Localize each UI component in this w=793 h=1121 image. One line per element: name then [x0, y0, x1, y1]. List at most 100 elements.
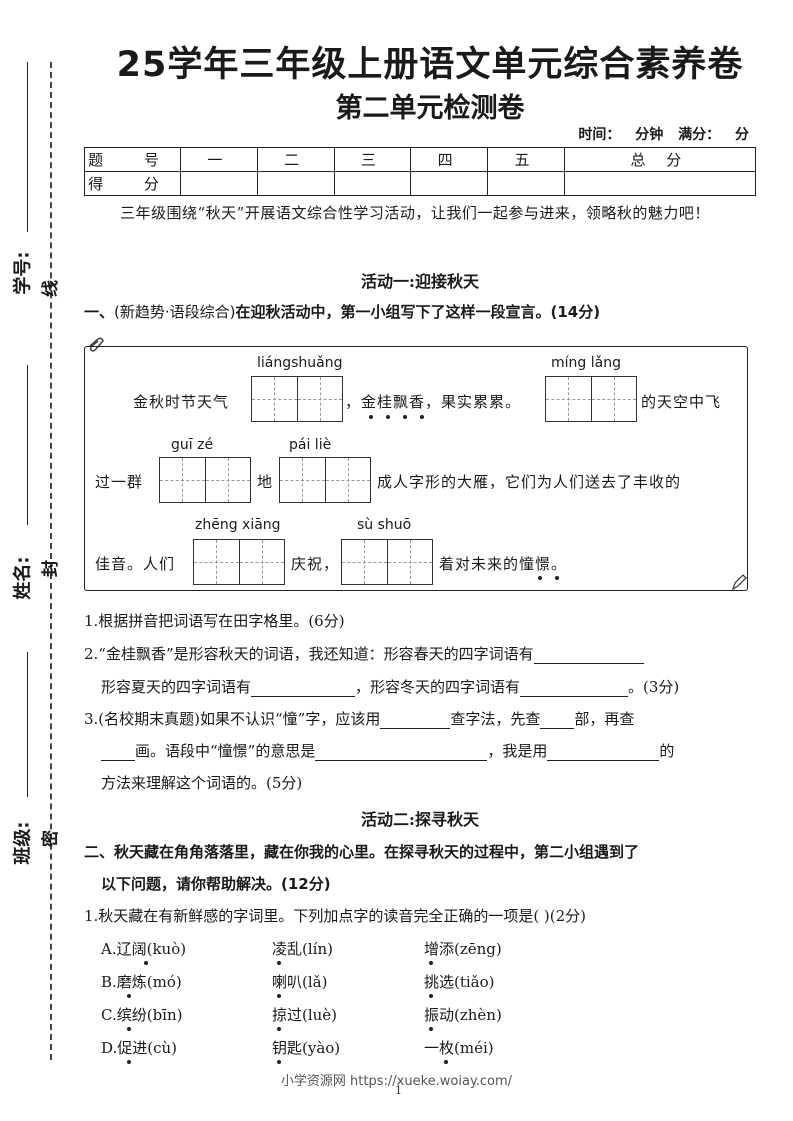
score-cell: 题 号 — [84, 147, 181, 172]
emphasis-dot — [127, 994, 131, 998]
score-cell: 五 — [487, 147, 565, 172]
question-1-3-line3: 方法来理解这个词语的。(5分) — [101, 774, 303, 792]
score-cell: 一 — [180, 147, 258, 172]
emphasis-dot — [429, 994, 433, 998]
pinyin-minglang: míng lǎng — [551, 355, 621, 371]
question-1-3-text: 3.(名校期末真题)如果不认识“憧”字，应该用 — [84, 710, 381, 728]
class-underline — [27, 652, 28, 797]
passage-line2-b: 地 — [257, 473, 274, 491]
question-1-2-line1: 2.“金桂飘香”是形容秋天的词语，我还知道：形容春天的四字词语有 — [84, 643, 644, 664]
cut-mark-xian: 线 — [41, 280, 61, 297]
section-one-number: 一、 — [84, 303, 115, 321]
pencil-icon — [731, 574, 747, 591]
activity-two-title: 活动二:探寻秋天 — [361, 810, 479, 829]
section-two-heading-line1: 二、秋天藏在角角落落里，藏在你我的心里。在探寻秋天的过程中，第二小组遇到了 — [84, 843, 640, 861]
passage-line3-b: 庆祝， — [291, 555, 340, 573]
question-1-2-score: 。(3分) — [628, 678, 680, 696]
passage-line3-c: 着对未来的憧憬。 — [439, 555, 568, 573]
score-cell: 三 — [333, 147, 412, 172]
pinyin-pailie: pái liè — [289, 437, 332, 453]
option-d-2: 钥匙(yào) — [272, 1039, 341, 1057]
option-a-1[interactable]: A.辽阔(kuò) — [101, 940, 187, 958]
emphasis-dot — [403, 415, 407, 419]
answer-blank-radical[interactable] — [540, 711, 575, 729]
emphasis-dot — [369, 415, 373, 419]
class-label: 班级: — [12, 821, 34, 865]
option-d-3: 一枚(méi) — [424, 1039, 494, 1057]
pinyin-sushuo: sù shuō — [357, 517, 412, 533]
section-two-heading-line2: 以下问题，请你帮助解决。(12分) — [101, 875, 331, 893]
student-id-label: 学号: — [12, 251, 34, 295]
emphasis-dot — [429, 1027, 433, 1031]
name-label: 姓名: — [12, 556, 34, 600]
question-1-2-line2: 形容夏天的四字词语有 ，形容冬天的四字词语有 。(3分) — [101, 676, 679, 697]
score-cell: 二 — [256, 147, 335, 172]
emphasis-dot — [127, 1027, 131, 1031]
score-input-cell[interactable] — [256, 171, 335, 196]
option-b-1[interactable]: B.磨炼(mó) — [101, 973, 182, 991]
score-input-cell[interactable] — [410, 171, 489, 196]
name-underline — [27, 365, 28, 525]
page-number: 1 — [395, 1084, 402, 1097]
question-1-1: 1.根据拼音把词语写在田字格里。(6分) — [84, 612, 345, 630]
tian-grid-guize[interactable] — [159, 457, 251, 503]
answer-blank-meaning[interactable] — [315, 743, 488, 761]
score-input-cell[interactable] — [563, 171, 757, 196]
passage-line3-a: 佳音。人们 — [95, 555, 176, 573]
score-table-score-row: 得 分 — [84, 171, 757, 196]
question-1-3-line2: 画。语段中“憧憬”的意思是，我是用的 — [101, 740, 674, 761]
question-1-2-summer-text: 形容夏天的四字词语有 — [101, 678, 252, 696]
passage-line2-c: 成人字形的大雁，它们为人们送去了丰收的 — [377, 473, 682, 491]
answer-blank-how[interactable] — [547, 743, 660, 761]
answer-blank-strokes[interactable] — [101, 743, 135, 761]
score-input-cell[interactable] — [180, 171, 258, 196]
question-1-3-meaning-text: 画。语段中“憧憬”的意思是 — [135, 742, 316, 760]
answer-blank-winter[interactable] — [520, 679, 629, 697]
footer-watermark: 小学资源网 https://xueke.woiay.com/ — [280, 1074, 513, 1089]
passage-box: liángshuǎng míng lǎng 金秋时节天气 ，金桂飘香，果实累累。… — [84, 346, 748, 591]
activity-one-title: 活动一:迎接秋天 — [361, 272, 479, 291]
emphasis-dot — [277, 961, 281, 965]
answer-blank-method[interactable] — [380, 711, 451, 729]
question-2-1: 1.秋天藏在有新鲜感的字词里。下列加点字的读音完全正确的一项是( )(2分) — [84, 907, 587, 925]
option-b-3: 挑选(tiǎo) — [424, 973, 495, 991]
emphasis-dot — [420, 415, 424, 419]
cut-mark-feng: 封 — [41, 560, 61, 577]
option-c-1[interactable]: C.缤纷(bīn) — [101, 1006, 183, 1024]
emphasis-dot — [429, 961, 433, 965]
question-1-2-winter-text: ，形容冬天的四字词语有 — [355, 678, 521, 696]
intro-paragraph: 三年级围绕“秋天”开展语文综合性学习活动，让我们一起参与进来，领略秋的魅力吧！ — [120, 204, 710, 222]
answer-blank-summer[interactable] — [251, 679, 356, 697]
section-one-tag: (新趋势·语段综合) — [114, 303, 236, 321]
option-a-2: 凌乱(lín) — [272, 940, 333, 958]
option-d-1[interactable]: D.促进(cù) — [101, 1039, 178, 1057]
emphasis-dot — [386, 415, 390, 419]
tian-grid-sushuo[interactable] — [341, 539, 433, 585]
score-table-header-row: 题 号 一 二 三 四 五 总 分 — [84, 147, 757, 172]
emphasis-dot — [277, 1060, 281, 1064]
question-1-3-stroke-text: 部，再查 — [574, 710, 635, 728]
passage-line1-b: ，金桂飘香，果实累累。 — [345, 393, 522, 411]
passage-line2-a: 过一群 — [95, 473, 144, 491]
answer-blank-spring[interactable] — [533, 646, 644, 664]
section-one-text: 在迎秋活动中，第一小组写下了这样一段宣言。(14分) — [235, 303, 601, 321]
tian-grid-zhengxiang[interactable] — [193, 539, 285, 585]
question-1-3-line1: 3.(名校期末真题)如果不认识“憧”字，应该用 查字法，先查 部，再查 — [84, 708, 634, 729]
score-input-cell[interactable] — [487, 171, 565, 196]
section-one-heading: 一、(新趋势·语段综合)在迎秋活动中，第一小组写下了这样一段宣言。(14分) — [84, 296, 760, 328]
student-id-underline — [27, 62, 28, 232]
question-1-3-radical-text: 查字法，先查 — [450, 710, 541, 728]
page-subtitle: 第二单元检测卷 — [335, 93, 525, 124]
score-input-cell[interactable] — [333, 171, 412, 196]
binding-dashed-line — [50, 62, 52, 1060]
tian-grid-liangshuang[interactable] — [251, 376, 343, 422]
emphasis-dot — [444, 1060, 448, 1064]
score-table: 题 号 一 二 三 四 五 总 分 得 分 — [84, 147, 757, 196]
passage-line1-a: 金秋时节天气 — [133, 393, 230, 411]
option-b-2: 喇叭(lǎ) — [272, 973, 328, 991]
emphasis-dot — [277, 994, 281, 998]
time-score-line: 时间： 分钟 满分： 分 — [578, 127, 749, 143]
tian-grid-minglang[interactable] — [545, 376, 637, 422]
cut-mark-mi: 密 — [41, 830, 61, 847]
tian-grid-pailie[interactable] — [279, 457, 371, 503]
